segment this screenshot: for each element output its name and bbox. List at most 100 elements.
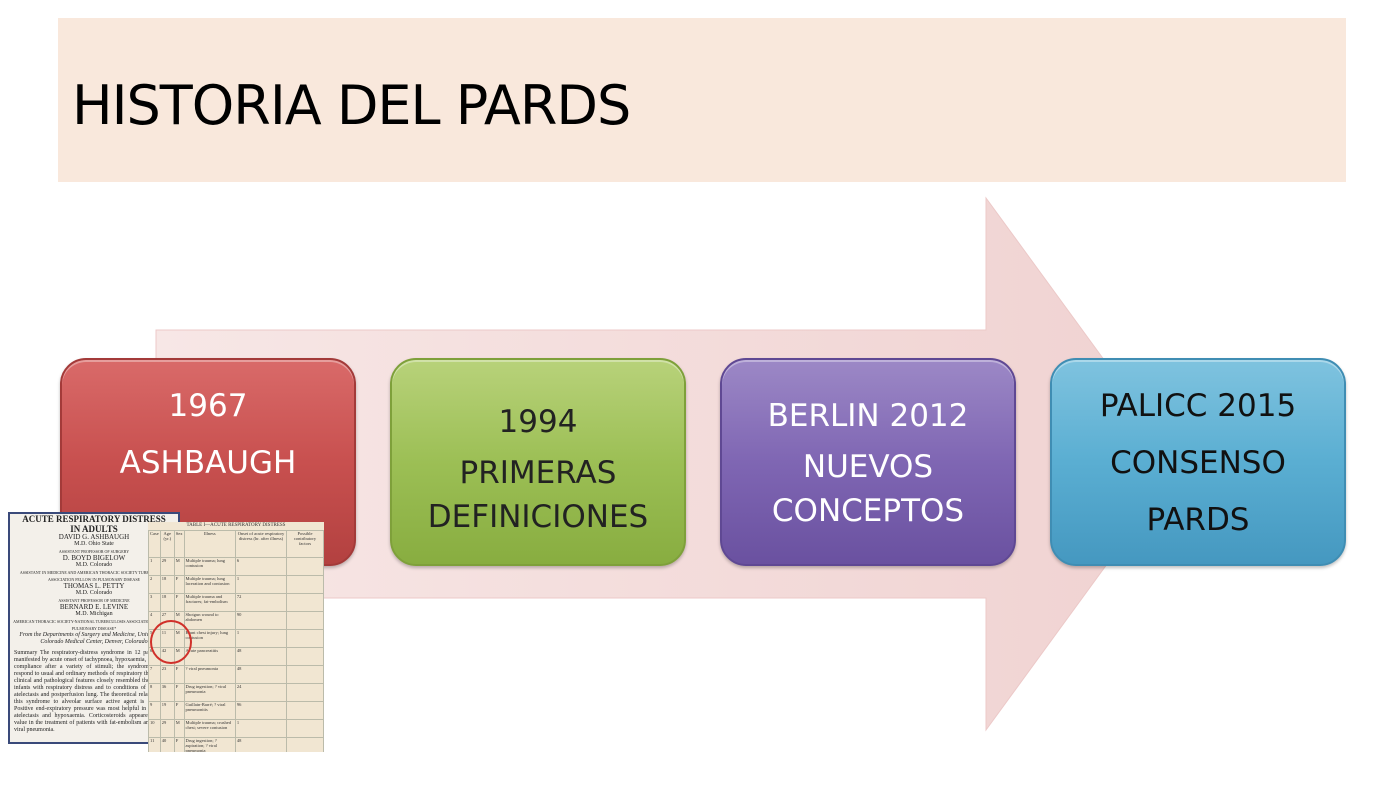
milestone-label: ASHBAUGH bbox=[119, 445, 297, 481]
highlight-circle bbox=[150, 620, 192, 664]
table-cell: 1 bbox=[148, 557, 161, 576]
table-header: Age (yr.) bbox=[159, 530, 175, 558]
table-cell: M bbox=[173, 719, 185, 738]
table-header: Possible contributory factors bbox=[286, 530, 324, 558]
milestone-palicc-2015: PALICC 2015 CONSENSO PARDS bbox=[1050, 358, 1346, 566]
table-cell: F bbox=[173, 593, 185, 612]
table-header: Onset of acute respiratory distress (hr.… bbox=[234, 530, 288, 558]
table-cell bbox=[286, 593, 324, 612]
table-cell: 23 bbox=[159, 665, 175, 684]
table-cell: 48 bbox=[234, 647, 288, 666]
paper-role: ASSISTANT PROFESSOR OF SURGERY bbox=[58, 549, 130, 554]
table-cell: 29 bbox=[159, 719, 175, 738]
paper-degree: M.D. Colorado bbox=[75, 590, 113, 596]
paper-author: DAVID G. ASHBAUGH bbox=[58, 533, 130, 541]
table-header: Sex bbox=[173, 530, 185, 558]
paper-role: AMERICAN THORACIC SOCIETY-NATIONAL TUBER… bbox=[13, 619, 175, 631]
table-cell: 29 bbox=[159, 557, 175, 576]
table-cell: 96 bbox=[234, 701, 288, 720]
table-cell: Drug ingestion; ? aspiration; ? viral pn… bbox=[183, 737, 236, 752]
table-cell: 48 bbox=[234, 665, 288, 684]
paper-role: ASSISTANT PROFESSOR OF MEDICINE bbox=[58, 598, 130, 603]
table-cell: Drug ingestion; ? viral pneumonia bbox=[183, 683, 236, 702]
slide-title: HISTORIA DEL PARDS bbox=[72, 74, 631, 137]
table-cell: 24 bbox=[234, 683, 288, 702]
table-cell: M bbox=[173, 557, 185, 576]
table-cell bbox=[286, 719, 324, 738]
table-cell: 18 bbox=[159, 575, 175, 594]
paper-degree: M.D. Colorado bbox=[75, 562, 113, 568]
paper-author: THOMAS L. PETTY bbox=[63, 582, 125, 590]
table-cell: 7 bbox=[148, 665, 161, 684]
table-cell: 8 bbox=[148, 683, 161, 702]
milestone-1994: 1994 PRIMERAS DEFINICIONES bbox=[390, 358, 686, 566]
table-cell: Guillain-Barré; ? viral pneumonitis bbox=[183, 701, 236, 720]
paper-heading: IN ADULTS bbox=[70, 524, 118, 534]
milestone-label: CONCEPTOS bbox=[771, 493, 965, 529]
milestone-label: NUEVOS bbox=[802, 449, 934, 485]
milestone-label: PARDS bbox=[1146, 502, 1250, 538]
paper-author: D. BOYD BIGELOW bbox=[62, 554, 126, 562]
table-cell bbox=[286, 701, 324, 720]
table-header: Illness bbox=[183, 530, 236, 558]
table-cell: Acute pancreatitis bbox=[183, 647, 236, 666]
paper-author: BERNARD E. LEVINE bbox=[59, 603, 129, 611]
milestone-year: BERLIN 2012 bbox=[767, 398, 969, 434]
milestone-label: PRIMERAS bbox=[459, 455, 617, 491]
table-cell bbox=[286, 665, 324, 684]
milestone-berlin-2012: BERLIN 2012 NUEVOS CONCEPTOS bbox=[720, 358, 1016, 566]
table-cell bbox=[286, 737, 324, 752]
table-cell bbox=[286, 557, 324, 576]
paper-summary: Summary The respiratory-distress syndrom… bbox=[14, 650, 174, 733]
table-cell: 2 bbox=[148, 575, 161, 594]
table-cell bbox=[286, 647, 324, 666]
milestone-year: 1994 bbox=[498, 404, 578, 440]
table-cell bbox=[286, 683, 324, 702]
table-cell: Multiple trauma and fractures; fat-embol… bbox=[183, 593, 236, 612]
table-cell: F bbox=[173, 701, 185, 720]
table-header-row: Case Age (yr.) Sex Illness Onset of acut… bbox=[148, 530, 324, 558]
table-cell: 18 bbox=[159, 593, 175, 612]
table-cell: Multiple trauma; lung laceration and con… bbox=[183, 575, 236, 594]
table-cell: 11 bbox=[148, 737, 161, 752]
table-cell: 9 bbox=[148, 701, 161, 720]
title-banner: HISTORIA DEL PARDS bbox=[58, 18, 1346, 182]
table-cell: 36 bbox=[159, 683, 175, 702]
table-cell: 72 bbox=[234, 593, 288, 612]
table-cell: 10 bbox=[148, 719, 161, 738]
paper-degree: M.D. Michigan bbox=[75, 611, 113, 617]
paper-role: ASSISTANT IN MEDICINE AND AMERICAN THORA… bbox=[19, 570, 169, 582]
table-cell: F bbox=[173, 665, 185, 684]
milestone-label: DEFINICIONES bbox=[427, 499, 649, 535]
table-cell: 19 bbox=[159, 701, 175, 720]
table-cell: 40 bbox=[159, 737, 175, 752]
table-cell bbox=[286, 611, 324, 630]
table-header: Case bbox=[148, 530, 161, 558]
table-cell bbox=[286, 629, 324, 648]
table-cell: 1 bbox=[234, 719, 288, 738]
table-cell: 48 bbox=[234, 737, 288, 752]
table-cell: Multiple trauma; lung contusion bbox=[183, 557, 236, 576]
table-cell: 3 bbox=[148, 593, 161, 612]
table-cell: ? viral pneumonia bbox=[183, 665, 236, 684]
milestone-year: PALICC 2015 bbox=[1099, 388, 1297, 424]
table-cell: 6 bbox=[234, 557, 288, 576]
table-cell bbox=[286, 575, 324, 594]
paper-heading: ACUTE RESPIRATORY DISTRESS bbox=[22, 514, 166, 524]
table-cell: F bbox=[173, 683, 185, 702]
table-cell: Multiple trauma; crushed chest; severe c… bbox=[183, 719, 236, 738]
paper-affiliation: From the Departments of Surgery and Medi… bbox=[19, 632, 169, 645]
table-cell: F bbox=[173, 575, 185, 594]
table-title: TABLE I—ACUTE RESPIRATORY DISTRESS bbox=[186, 523, 286, 528]
milestone-label: CONSENSO bbox=[1110, 445, 1286, 481]
paper-degree: M.D. Ohio State bbox=[74, 541, 114, 547]
table-cell: Shotgun wound to abdomen bbox=[183, 611, 236, 630]
